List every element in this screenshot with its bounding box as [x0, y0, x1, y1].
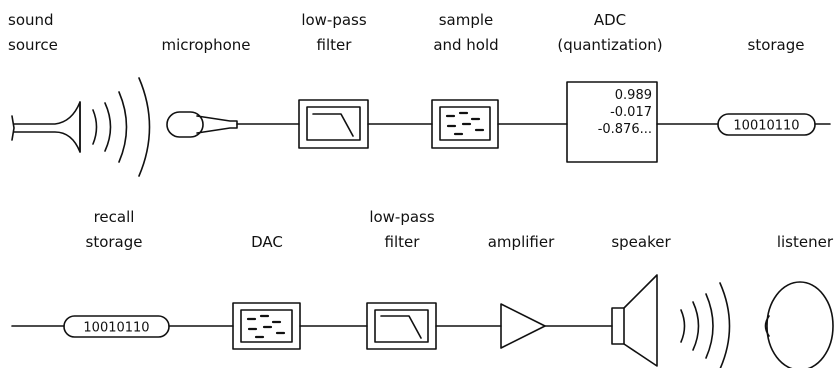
label-microphone: microphone — [161, 36, 251, 54]
label-storage: storage — [747, 36, 805, 54]
low-pass-filter-bottom-icon — [366, 302, 437, 350]
label-recall-storage: recall storage — [85, 208, 143, 251]
amplifier-icon — [500, 303, 546, 349]
sound-waves-icon — [92, 77, 151, 177]
listener-icon — [764, 281, 834, 368]
sample-and-hold-icon — [431, 99, 499, 149]
adc-value-3: -0.876... — [597, 122, 652, 137]
recall-storage-bits: 10010110 — [83, 321, 149, 336]
label-dac: DAC — [251, 233, 283, 251]
label-sample-and-hold: sample and hold — [433, 11, 499, 54]
storage-bits: 10010110 — [733, 119, 799, 134]
label-listener: listener — [776, 233, 833, 251]
label-low-pass-filter-bottom: low-pass filter — [369, 208, 435, 251]
sound-source-icon — [11, 101, 81, 153]
adc-value-1: 0.989 — [614, 88, 652, 103]
adc-box — [566, 81, 658, 163]
adc-values: 0.989 -0.017 -0.876... — [598, 87, 652, 138]
speaker-icon — [611, 274, 658, 367]
label-low-pass-filter: low-pass filter — [301, 11, 367, 54]
label-amplifier: amplifier — [487, 233, 555, 251]
microphone-icon — [166, 111, 238, 138]
adc-value-2: -0.017 — [610, 105, 652, 120]
dac-icon — [232, 302, 301, 350]
recall-storage-pill — [63, 315, 170, 338]
low-pass-filter-icon — [298, 99, 369, 149]
label-sound-source: sound source — [8, 11, 58, 54]
label-speaker: speaker — [611, 233, 671, 251]
speaker-sound-waves-icon — [680, 282, 731, 368]
storage-pill — [717, 113, 816, 136]
label-adc: ADC (quantization) — [557, 11, 663, 54]
